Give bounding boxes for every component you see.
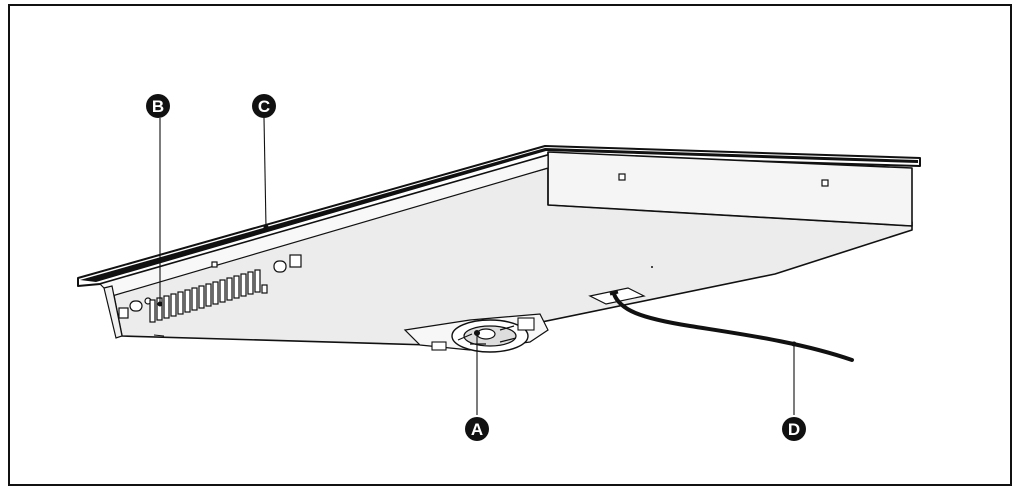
callout-a: A bbox=[465, 417, 489, 441]
callout-d: D bbox=[782, 417, 806, 441]
power-cable bbox=[588, 287, 854, 362]
leader-line-c bbox=[263, 117, 267, 228]
callout-d-label: D bbox=[788, 420, 800, 439]
leader-dot-b bbox=[157, 301, 163, 307]
leader-dot-a bbox=[473, 329, 481, 337]
leader-dot-d bbox=[791, 341, 797, 347]
callout-a-label: A bbox=[471, 420, 483, 439]
callout-b-label: B bbox=[152, 97, 164, 116]
connection-panel bbox=[118, 254, 302, 323]
callout-c: C bbox=[252, 94, 276, 118]
callout-c-label: C bbox=[258, 97, 270, 116]
vent-slots bbox=[149, 269, 268, 323]
callout-b: B bbox=[146, 94, 170, 118]
leader-dot-c bbox=[263, 224, 269, 230]
leader-lines bbox=[157, 117, 797, 415]
housing-body bbox=[99, 151, 913, 346]
